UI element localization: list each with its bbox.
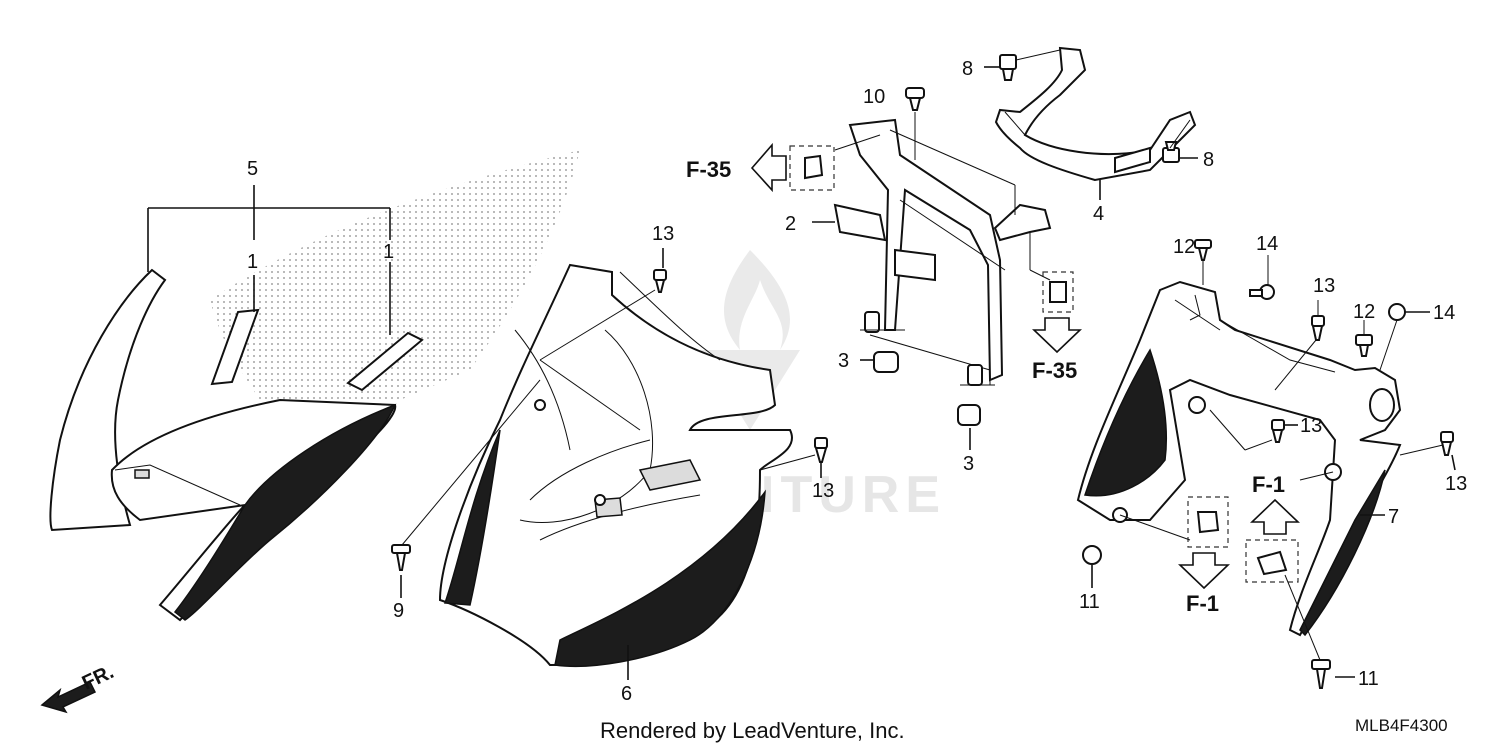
leaders-bracket — [984, 49, 1198, 200]
callout-10: 10 — [863, 86, 885, 108]
callout-13-c: 13 — [1313, 275, 1335, 297]
screw-10 — [905, 87, 925, 111]
callout-5: 5 — [247, 158, 258, 180]
clip-left-icon — [804, 154, 824, 180]
f1-down-label: F-1 — [1186, 591, 1219, 616]
screw-12-a — [1194, 239, 1212, 261]
callout-1-a: 1 — [247, 251, 258, 273]
grommet-3-b — [957, 404, 981, 426]
leaders-right — [1091, 255, 1456, 678]
screw-13-b — [814, 437, 828, 463]
screw-11-b — [1311, 659, 1331, 689]
grommet-3-a — [873, 351, 899, 373]
part-1-seal-strip-b — [346, 331, 424, 392]
screw-13-e — [1440, 431, 1454, 456]
f35-left-arrow — [750, 142, 787, 193]
f35-right-arrow — [1032, 317, 1082, 354]
callout-11-b: 11 — [1358, 668, 1379, 690]
nut-clip-icon — [1196, 511, 1220, 534]
clip-box-f1 — [1245, 539, 1299, 583]
part-1-seal-strip-a — [210, 308, 260, 386]
callout-12-a: 12 — [1173, 236, 1195, 258]
clip-box-left — [789, 145, 835, 191]
callout-8-a: 8 — [962, 58, 973, 80]
callout-13-b: 13 — [812, 480, 834, 502]
screw-11-a — [1082, 545, 1102, 565]
screw-13-c — [1311, 315, 1325, 341]
front-direction-indicator: FR. — [40, 661, 117, 714]
f35-right-label: F-35 — [1032, 358, 1077, 383]
part-5-windscreen — [49, 268, 397, 622]
callout-9: 9 — [393, 600, 404, 622]
callout-1-b: 1 — [383, 241, 394, 263]
screw-9 — [391, 544, 411, 571]
callout-14-a: 14 — [1256, 233, 1278, 255]
clip-f1-icon — [1256, 550, 1288, 576]
callout-3-a: 3 — [838, 350, 849, 372]
diagram-code: MLB4F4300 — [1355, 716, 1448, 735]
clip-box-right — [1042, 271, 1074, 313]
grommet-14-b — [1388, 303, 1406, 321]
part-7-side-cowl — [1076, 280, 1402, 637]
leaders-center — [400, 248, 822, 680]
part-6-upper-cowl — [438, 263, 793, 668]
f1-up-label: F-1 — [1252, 472, 1285, 497]
f35-left-label: F-35 — [686, 157, 731, 182]
callout-13-d: 13 — [1300, 415, 1322, 437]
callout-12-b: 12 — [1353, 301, 1375, 323]
part-2-stay — [833, 118, 1052, 386]
clip-right-icon — [1049, 281, 1067, 303]
part-4-bracket — [994, 46, 1197, 182]
windscreen-dotted-area — [210, 150, 580, 400]
leaders-stay — [812, 112, 1051, 450]
callout-13-e: 13 — [1445, 473, 1467, 495]
callout-8-b: 8 — [1203, 149, 1214, 171]
leaders-left — [147, 185, 391, 335]
callout-3-b: 3 — [963, 453, 974, 475]
rendered-by-credit: Rendered by LeadVenture, Inc. — [600, 718, 905, 743]
callout-4: 4 — [1093, 203, 1104, 225]
callout-11-a: 11 — [1079, 591, 1100, 613]
callout-6: 6 — [621, 683, 632, 705]
grommet-14-a — [1249, 284, 1275, 300]
callout-14-b: 14 — [1433, 302, 1455, 324]
screw-13-a — [653, 269, 667, 293]
f1-down-arrow — [1178, 552, 1230, 590]
callout-13-a: 13 — [652, 223, 674, 245]
f1-up-arrow — [1250, 498, 1300, 535]
bolt-8-b — [1162, 141, 1180, 163]
screw-13-d — [1271, 419, 1285, 443]
clip-box-nut — [1187, 496, 1229, 548]
screw-12-b — [1355, 334, 1373, 357]
callout-2: 2 — [785, 213, 796, 235]
bolt-8-a — [999, 54, 1017, 81]
callout-7: 7 — [1388, 506, 1399, 528]
